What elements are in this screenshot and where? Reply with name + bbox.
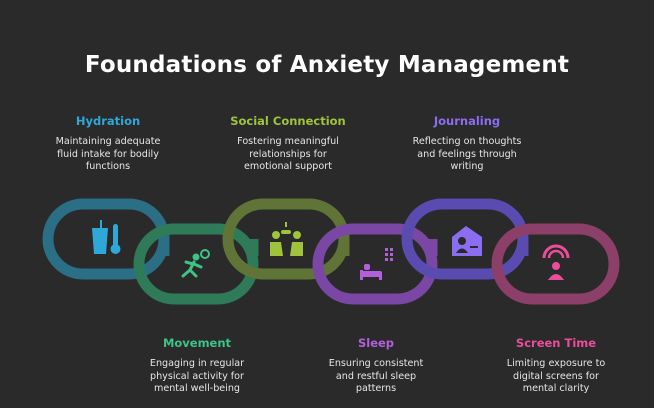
screen-person-icon — [542, 244, 570, 280]
step-label: Sleep — [357, 336, 395, 350]
running-person-icon — [181, 249, 210, 278]
high-five-icon — [270, 222, 303, 256]
step-label: Movement — [162, 336, 232, 350]
ring-movement — [133, 223, 259, 305]
bed-icon — [360, 248, 393, 280]
ring-screen-time — [491, 223, 620, 305]
journal-icon — [452, 226, 482, 256]
step-label: Screen Time — [515, 336, 597, 350]
step-label: Journaling — [433, 114, 501, 128]
drink-thermometer-icon — [92, 220, 121, 254]
ring-sleep — [312, 223, 438, 305]
step-label: Hydration — [75, 114, 141, 128]
diagram-title: Foundations of Anxiety Management — [84, 52, 570, 78]
step-label: Social Connection — [230, 114, 346, 128]
